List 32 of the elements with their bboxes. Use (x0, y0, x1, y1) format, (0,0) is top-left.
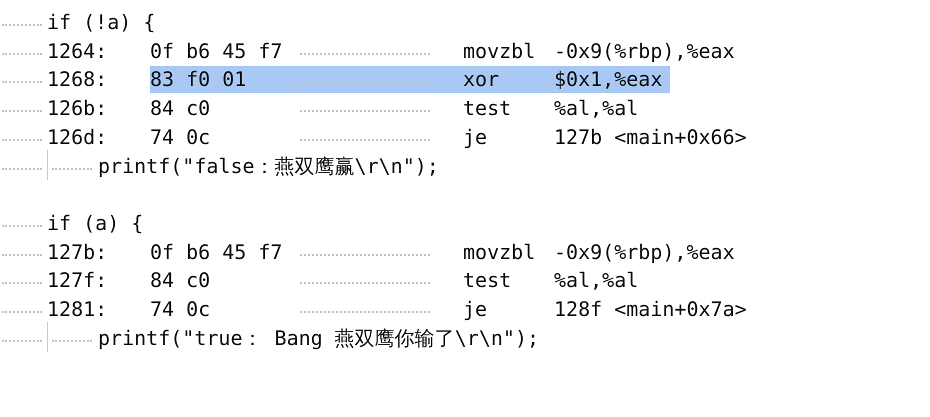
address-text: 126d: (47, 124, 108, 149)
opcode-bytes-text: 0f b6 45 f7 (150, 38, 282, 63)
opcode-bytes-text: 83 f0 01 (150, 67, 246, 92)
source-line-text: if (a) { (47, 210, 144, 235)
mnemonic-text: movzbl (463, 240, 536, 264)
operand-text: $0x1,%eax (554, 67, 662, 92)
source-line-text: if (!a) { (47, 10, 156, 34)
operand-text: %al,%al (554, 96, 638, 120)
opcode-bytes-text: 74 0c (150, 297, 210, 321)
opcode-bytes-text: 0f b6 45 f7 (150, 240, 282, 264)
mnemonic-text: je (463, 297, 488, 321)
source-line-text: printf("false：燕双鹰赢\r\n"); (98, 154, 439, 178)
address-text: 127b: (47, 240, 108, 264)
operand-text: -0x9(%rbp),%eax (554, 240, 735, 264)
mnemonic-text: movzbl (463, 38, 536, 63)
address-text: 1268: (47, 67, 108, 92)
source-line-text: printf("true： Bang 燕双鹰你输了\r\n"); (98, 326, 540, 350)
address-text: 1264: (47, 38, 108, 63)
mnemonic-text: test (463, 268, 512, 292)
address-text: 127f: (47, 268, 108, 292)
opcode-bytes-text: 74 0c (150, 124, 210, 149)
address-text: 1281: (47, 297, 108, 321)
address-text: 126b: (47, 96, 108, 120)
opcode-bytes-text: 84 c0 (150, 268, 210, 292)
opcode-bytes-text: 84 c0 (150, 96, 210, 120)
mnemonic-text: xor (463, 67, 500, 92)
operand-text: 128f <main+0x7a> (554, 297, 747, 321)
operand-text: 127b <main+0x66> (554, 124, 747, 149)
operand-text: -0x9(%rbp),%eax (554, 38, 735, 63)
mnemonic-text: test (463, 96, 512, 120)
operand-text: %al,%al (554, 268, 638, 292)
mnemonic-text: je (463, 124, 488, 149)
